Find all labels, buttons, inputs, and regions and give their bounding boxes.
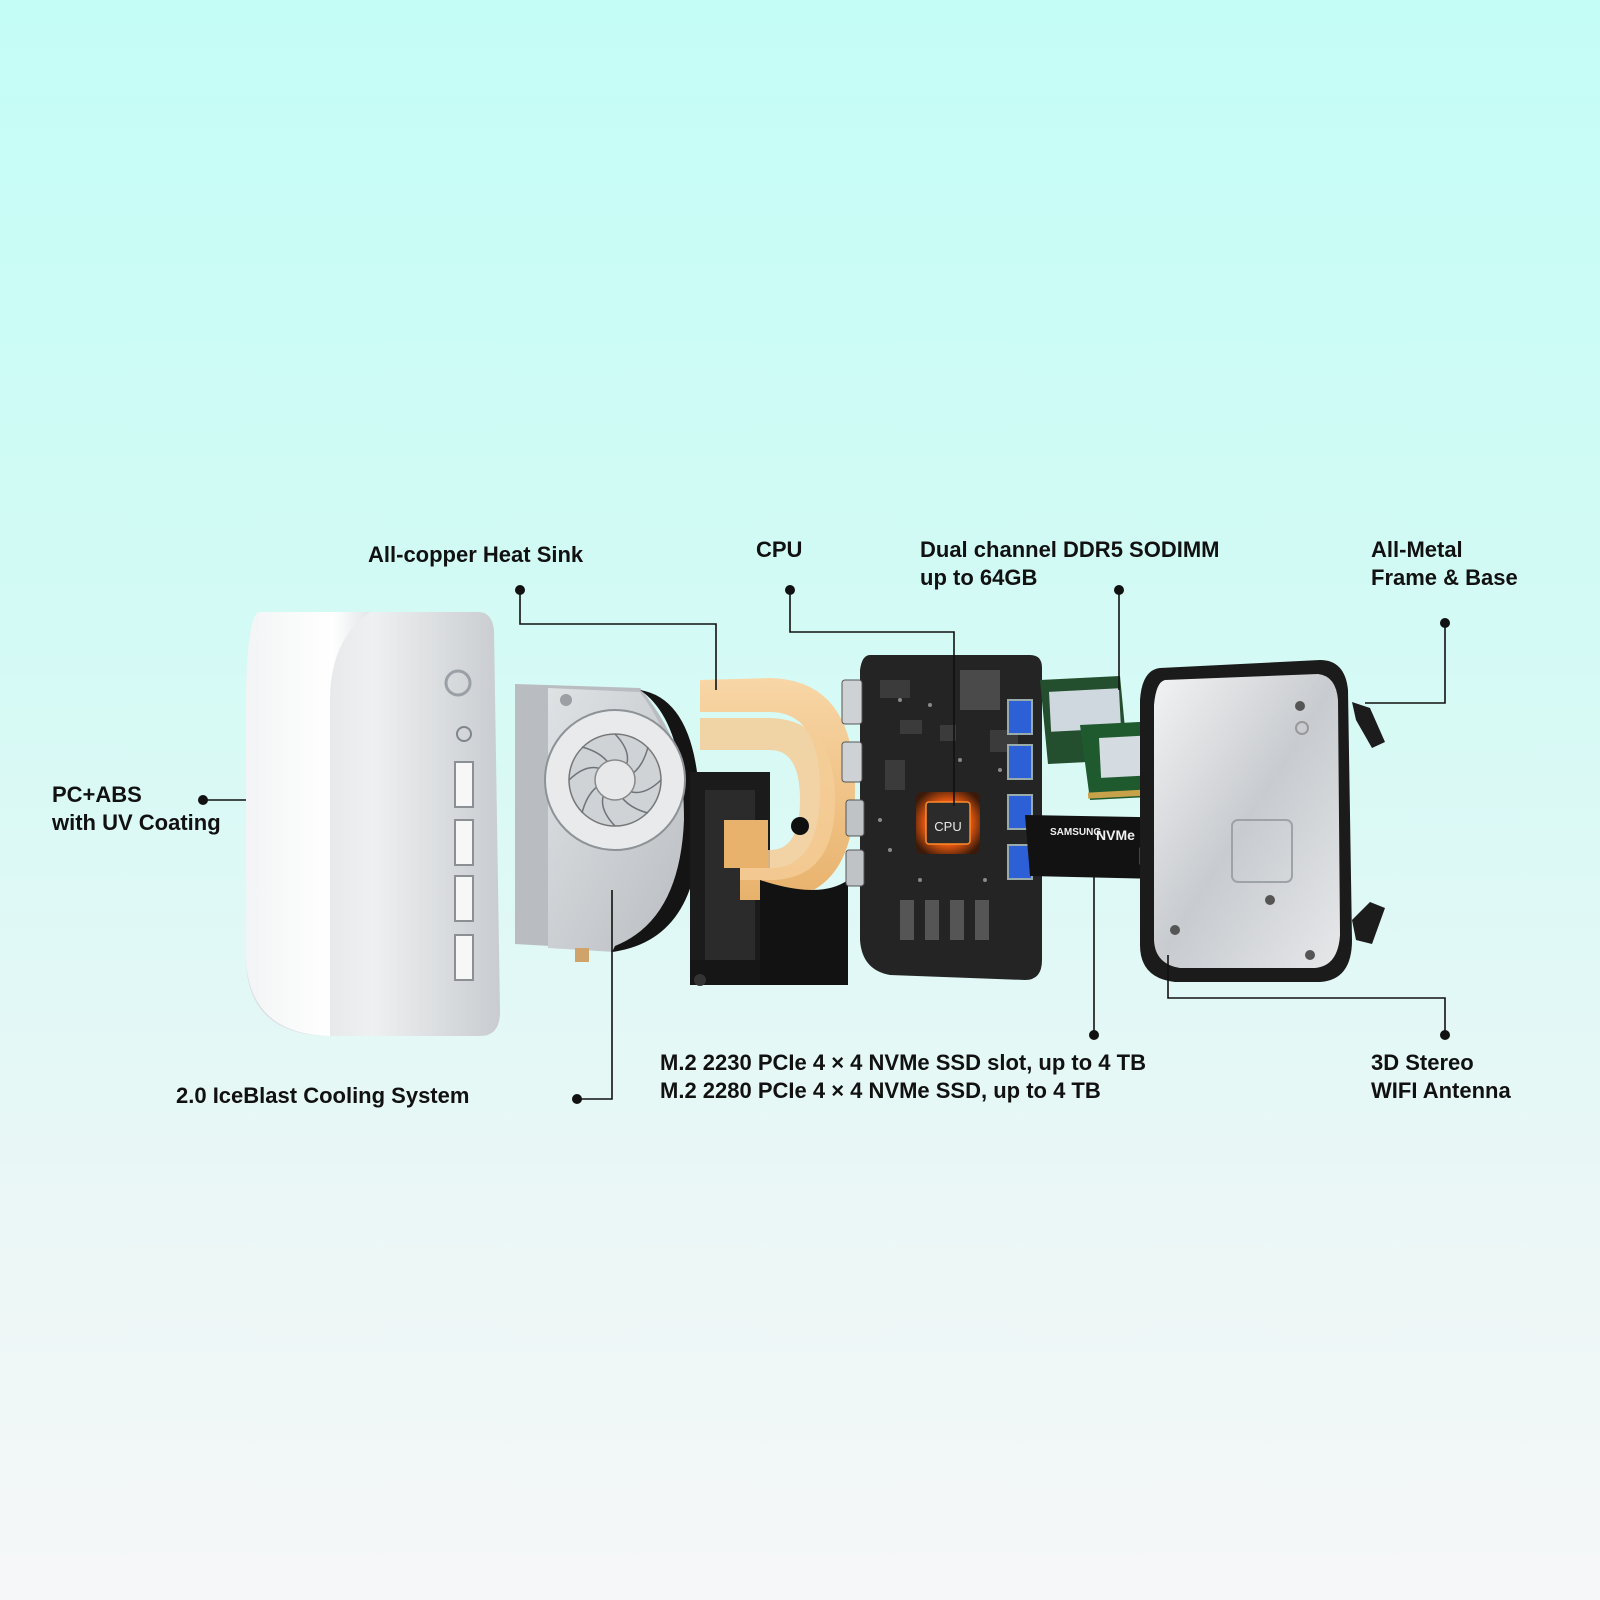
- copper-heat-sink: [690, 678, 855, 986]
- cpu-chip-label: CPU: [934, 819, 961, 834]
- label-shell-line1: PC+ABS: [52, 782, 142, 807]
- label-heat-sink: All-copper Heat Sink: [368, 541, 583, 569]
- motherboard: [841, 655, 1042, 980]
- label-ddr5-line1: Dual channel DDR5 SODIMM: [920, 537, 1220, 562]
- label-ddr5-line2: up to 64GB: [920, 565, 1038, 590]
- label-antenna: 3D Stereo WIFI Antenna: [1371, 1049, 1511, 1105]
- usb-port-icon: [454, 819, 474, 866]
- label-frame-line2: Frame & Base: [1371, 565, 1518, 590]
- label-heat-sink-text: All-copper Heat Sink: [368, 542, 584, 567]
- label-cpu-text: CPU: [756, 537, 803, 562]
- label-ddr5: Dual channel DDR5 SODIMM up to 64GB: [920, 536, 1219, 592]
- usb-port-icon: [454, 761, 474, 808]
- wifi-antenna-top: [1352, 702, 1385, 748]
- label-shell-line2: with UV Coating: [52, 810, 221, 835]
- label-cpu: CPU: [756, 536, 802, 564]
- metal-frame: [1140, 660, 1385, 982]
- label-ssd-line1: M.2 2230 PCIe 4 × 4 NVMe SSD slot, up to…: [660, 1050, 1146, 1075]
- ssd-brand-text: SAMSUNG: [1050, 827, 1101, 838]
- usbc-port-icon: [454, 934, 474, 981]
- label-ssd: M.2 2230 PCIe 4 × 4 NVMe SSD slot, up to…: [660, 1049, 1146, 1105]
- leader-dots: [198, 585, 1450, 1104]
- pc-shell: [246, 612, 500, 1036]
- power-button-icon: [444, 669, 472, 697]
- label-cooling-text: 2.0 IceBlast Cooling System: [176, 1083, 470, 1108]
- audio-jack-icon: [456, 726, 472, 742]
- ssd-model-text: NVMe: [1096, 827, 1135, 843]
- label-ssd-line2: M.2 2280 PCIe 4 × 4 NVMe SSD, up to 4 TB: [660, 1078, 1101, 1103]
- label-cooling: 2.0 IceBlast Cooling System: [176, 1082, 469, 1110]
- label-antenna-line1: 3D Stereo: [1371, 1050, 1474, 1075]
- label-antenna-line2: WIFI Antenna: [1371, 1078, 1511, 1103]
- leader-lines: [203, 590, 1446, 1100]
- label-frame-line1: All-Metal: [1371, 537, 1463, 562]
- label-shell: PC+ABS with UV Coating: [52, 781, 221, 837]
- wifi-antenna-bottom: [1352, 902, 1385, 944]
- label-frame: All-Metal Frame & Base: [1371, 536, 1518, 592]
- cooling-fan: [515, 684, 700, 962]
- usb-port-icon: [454, 875, 474, 922]
